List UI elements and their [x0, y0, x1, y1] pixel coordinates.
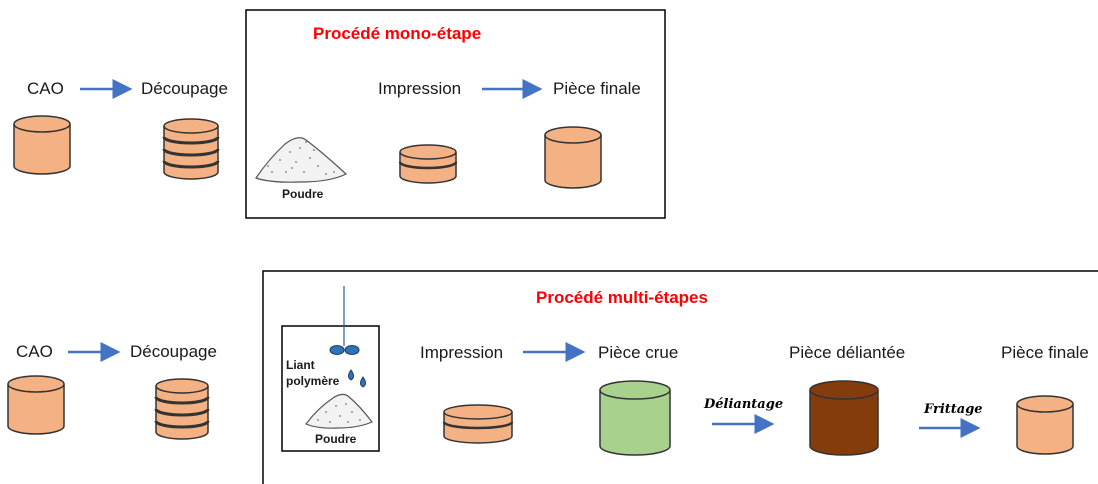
mono-etape-title: Procédé mono-étape — [313, 24, 481, 43]
mono-etape-box — [245, 9, 666, 219]
top-piece-finale-label: Pièce finale — [553, 79, 641, 98]
frittage-label: Frittage — [923, 402, 983, 417]
top-impression-cylinder — [398, 144, 458, 184]
top-sliced-cylinder — [162, 118, 220, 180]
top-poudre-label: Poudre — [282, 187, 324, 201]
debound-part-cylinder — [809, 380, 879, 456]
multi-etapes-title: Procédé multi-étapes — [536, 288, 708, 307]
bottom-piece-finale-label: Pièce finale — [1001, 343, 1089, 362]
bottom-sliced-cylinder — [154, 378, 210, 440]
liant-label-line1: Liant — [286, 358, 315, 372]
top-decoupage-label: Découpage — [141, 79, 228, 98]
bottom-powder-pile-icon — [305, 393, 373, 429]
multi-etapes-box — [262, 270, 1098, 484]
bottom-final-cylinder — [1016, 395, 1074, 455]
piece-deliantee-label: Pièce déliantée — [789, 343, 905, 362]
liant-label-line2: polymère — [286, 374, 340, 388]
bottom-cao-label: CAO — [16, 342, 53, 361]
binder-powder-box — [281, 325, 380, 452]
top-cao-cylinder — [13, 115, 71, 175]
top-powder-pile-icon — [255, 137, 348, 183]
top-cao-label: CAO — [27, 79, 64, 98]
top-final-cylinder — [544, 126, 602, 189]
deliantage-label: Déliantage — [703, 397, 783, 412]
bottom-impression-cylinder — [442, 404, 514, 444]
bottom-poudre-label: Poudre — [315, 432, 357, 446]
bottom-cao-cylinder — [7, 375, 65, 435]
bottom-impression-label: Impression — [420, 343, 503, 362]
green-part-cylinder — [599, 380, 671, 456]
top-impression-label: Impression — [378, 79, 461, 98]
binder-droplets-icon — [329, 345, 366, 388]
piece-crue-label: Pièce crue — [598, 343, 678, 362]
bottom-decoupage-label: Découpage — [130, 342, 217, 361]
